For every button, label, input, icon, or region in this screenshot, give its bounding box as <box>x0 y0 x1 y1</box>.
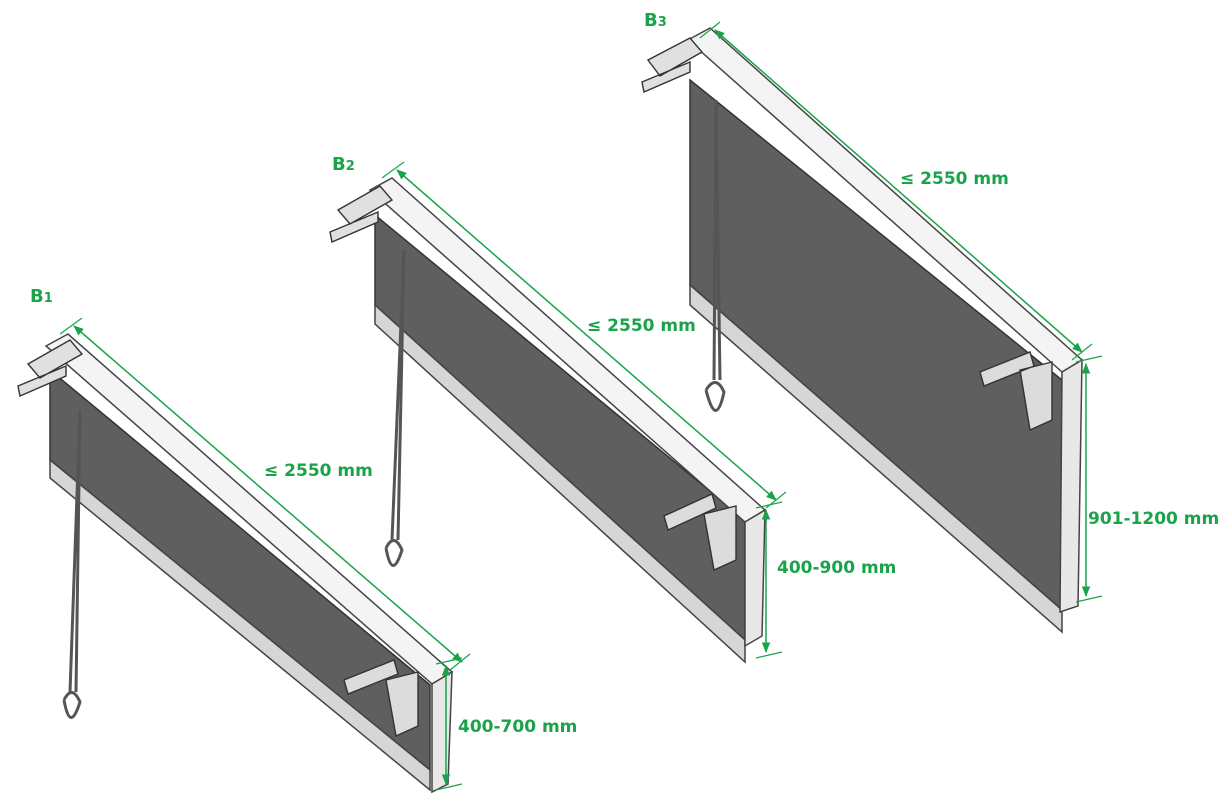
blind-b3: B3 ≤ 2550 mm 901-1200 mm <box>641 10 1219 634</box>
blind-b3-right-bracket <box>979 351 1053 432</box>
blind-b3-id-label: B3 <box>644 10 667 31</box>
blind-b3-width-label: ≤ 2550 mm <box>900 169 1009 189</box>
blind-b3-width-ext-start <box>699 21 721 39</box>
blind-b1: B1 ≤ 2550 mm 400-700 mm <box>17 286 577 794</box>
blind-b3-width-ext-end <box>1071 343 1093 361</box>
blind-b1-width-label: ≤ 2550 mm <box>264 461 373 481</box>
blind-b3-width-dimension-line <box>714 29 1083 353</box>
blind-b2-height-label: 400-900 mm <box>777 558 896 578</box>
blind-b1-id-label: B1 <box>30 286 53 307</box>
blind-b2-width-label: ≤ 2550 mm <box>587 316 696 336</box>
blind-b2: B2 ≤ 2550 mm 400-900 mm <box>329 154 896 664</box>
blind-b1-height-label: 400-700 mm <box>458 717 577 737</box>
blind-b2-width-dimension-line <box>396 169 777 501</box>
blind-b2-left-bracket <box>329 185 394 243</box>
blind-b1-fabric <box>49 368 431 772</box>
blind-b1-height-ext-top <box>435 657 463 665</box>
blind-b3-height-label: 901-1200 mm <box>1088 509 1219 529</box>
blind-b2-id-label: B2 <box>332 154 355 175</box>
blind-b1-width-ext-start <box>59 317 83 335</box>
blind-b1-width-ext-end <box>449 653 471 671</box>
blind-b2-width-ext-start <box>381 161 405 179</box>
blind-b1-right-bracket <box>343 659 419 738</box>
blind-b2-headrail-front <box>744 508 766 648</box>
blind-b3-left-bracket <box>641 37 704 93</box>
blind-b2-right-bracket <box>663 493 737 572</box>
blind-b2-height-ext-top <box>755 501 783 509</box>
blind-b1-height-ext-bottom <box>435 783 463 791</box>
blind-b1-headrail-front <box>431 670 453 794</box>
blind-b2-height-ext-bottom <box>755 651 783 659</box>
blind-b3-height-ext-top <box>1075 355 1103 363</box>
blind-b3-headrail-front <box>1059 358 1083 614</box>
blind-b3-height-ext-bottom <box>1075 595 1103 603</box>
blind-b1-width-dimension-line <box>73 325 463 663</box>
